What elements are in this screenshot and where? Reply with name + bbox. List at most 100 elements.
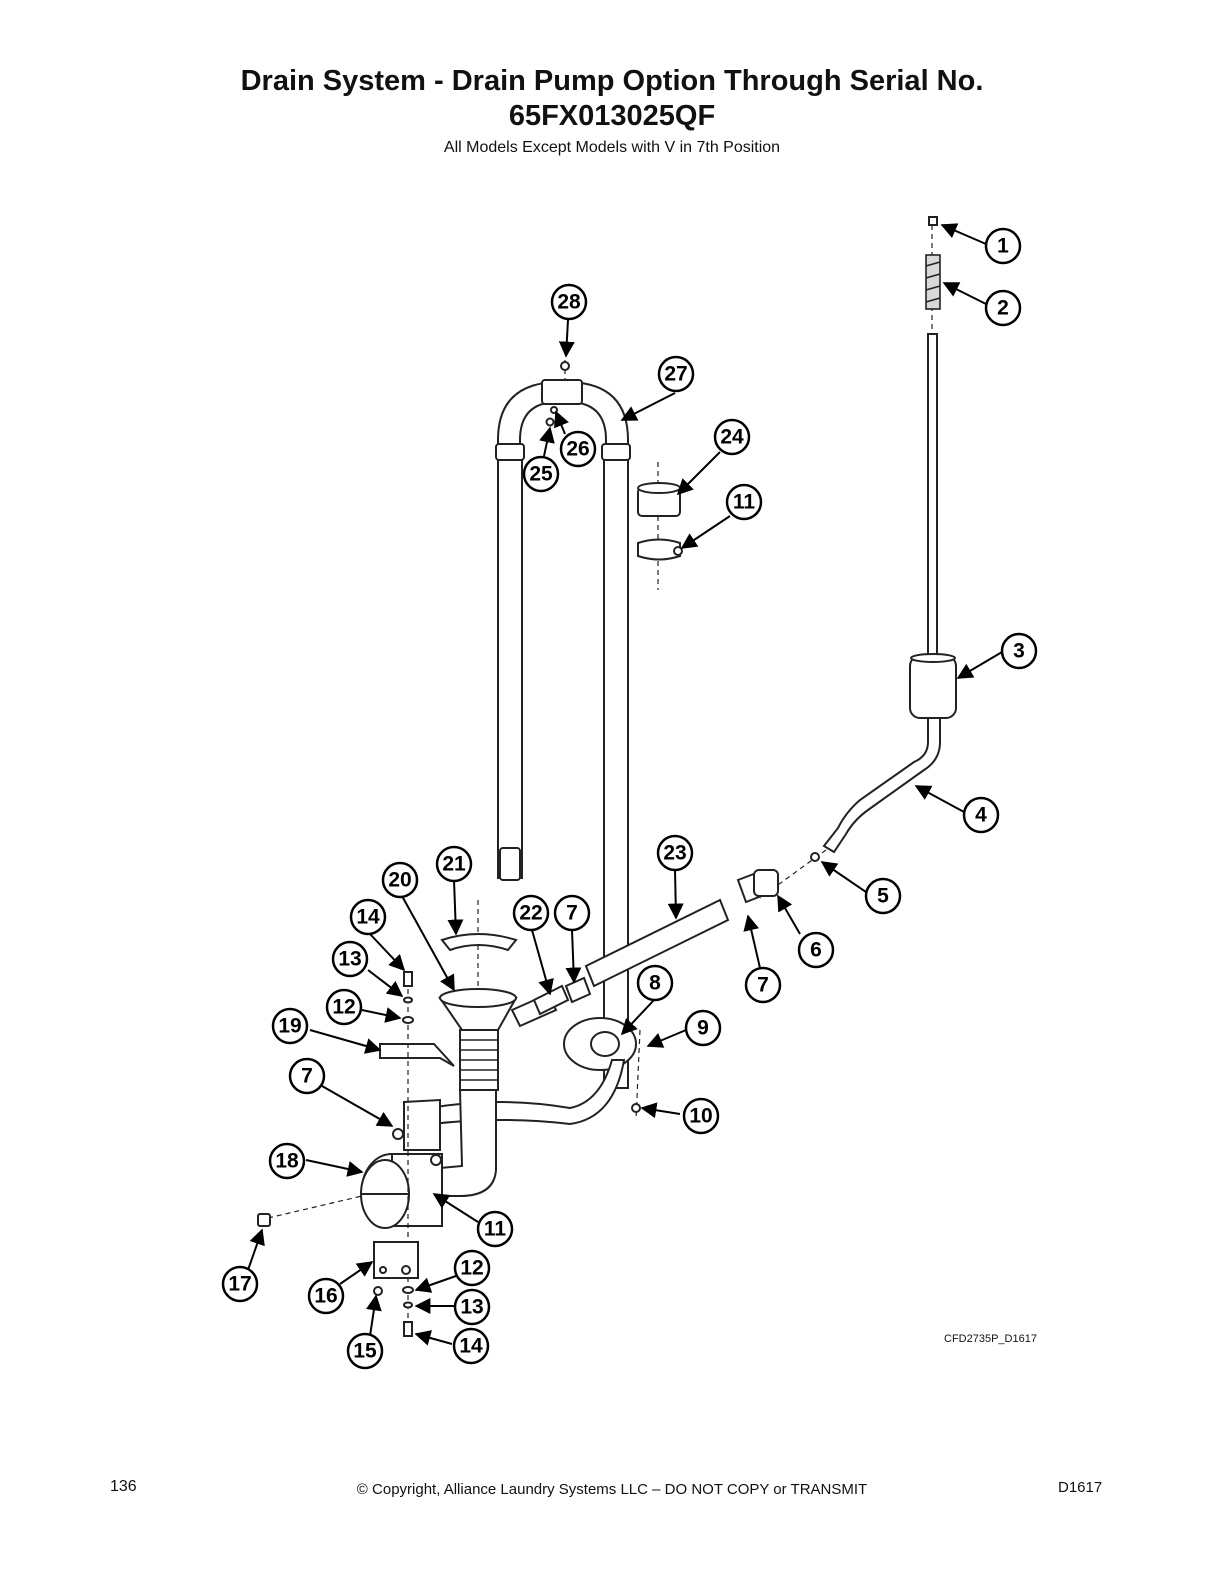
callout-15: 15 (346, 1332, 384, 1370)
document-code: D1617 (1058, 1479, 1103, 1496)
callout-label: 13 (338, 948, 361, 971)
callout-label: 24 (720, 426, 744, 449)
callout-23: 23 (656, 834, 694, 872)
callout-label: 14 (356, 906, 380, 929)
callout-14-upper: 14 (349, 898, 387, 936)
spring-part (925, 254, 941, 310)
nut-part (560, 361, 570, 371)
adapter-part (753, 869, 779, 897)
callout-label: 7 (301, 1065, 313, 1088)
callout-12-upper: 12 (325, 988, 363, 1026)
callout-label: 11 (484, 1218, 507, 1241)
callout-label: 20 (388, 869, 411, 892)
callout-28: 28 (550, 283, 588, 321)
level-sensor-assembly (759, 216, 957, 899)
bolt-part-b (403, 1321, 413, 1337)
callout-label: 8 (649, 972, 661, 995)
callout-27: 27 (657, 355, 695, 393)
callout-label: 21 (442, 853, 466, 876)
bellows-part (459, 1029, 499, 1091)
callout-10: 10 (682, 1097, 720, 1135)
callout-13-upper: 13 (331, 940, 369, 978)
clamp-ring-part (440, 933, 518, 952)
callout-label: 27 (664, 363, 687, 386)
drawing-code: CFD2735P_D1617 (944, 1333, 1037, 1345)
callout-label: 14 (459, 1335, 483, 1358)
callout-1: 1 (984, 227, 1022, 265)
callout-label: 6 (810, 939, 822, 962)
vent-tube-right-part (603, 447, 629, 1089)
callout-24: 24 (713, 418, 751, 456)
page-title-serial: 65FX013025QF (508, 100, 716, 132)
u-bend-part (497, 381, 629, 451)
page-subtitle: All Models Except Models with V in 7th P… (443, 139, 781, 156)
callout-3: 3 (1000, 632, 1038, 670)
callout-7-coupling: 7 (744, 966, 782, 1004)
callout-label: 18 (275, 1150, 299, 1173)
callout-18: 18 (268, 1142, 306, 1180)
callout-label: 26 (566, 438, 589, 461)
callout-label: 12 (332, 996, 355, 1019)
callout-label: 5 (877, 885, 889, 908)
bracket-part (379, 1043, 455, 1067)
callout-label: 25 (529, 463, 553, 486)
nut-part-b (373, 1286, 383, 1296)
drain-hose-part (584, 898, 730, 988)
plug-part (257, 1213, 271, 1227)
vent-tube-left-part (497, 447, 523, 879)
callout-label: 11 (733, 491, 756, 514)
callout-4: 4 (962, 796, 1000, 834)
callout-label: 28 (557, 291, 581, 314)
callout-7-connector: 7 (553, 894, 591, 932)
callout-13-lower: 13 (453, 1288, 491, 1326)
drain-pump-assembly (257, 868, 779, 1337)
callout-16: 16 (307, 1277, 345, 1315)
bolt-part (403, 971, 413, 987)
callout-21: 21 (435, 845, 473, 883)
callout-12-lower: 12 (453, 1249, 491, 1287)
callout-2: 2 (984, 289, 1022, 327)
callout-7-pump: 7 (288, 1057, 326, 1095)
callout-5: 5 (864, 877, 902, 915)
callout-label: 15 (353, 1340, 377, 1363)
callout-8: 8 (636, 964, 674, 1002)
leader-lines (247, 223, 1003, 1346)
copyright-notice: © Copyright, Alliance Laundry Systems LL… (356, 1481, 868, 1498)
hose-clamp-part (637, 538, 681, 561)
callout-label: 23 (663, 842, 686, 865)
cap-part (928, 216, 938, 226)
callout-label: 10 (689, 1105, 712, 1128)
callout-6: 6 (797, 931, 835, 969)
callout-11-pump: 11 (476, 1210, 514, 1248)
callout-25: 25 (522, 455, 560, 493)
tube-part (822, 717, 941, 854)
vent-tube-assembly (495, 360, 683, 1089)
screw-part-b (631, 1103, 641, 1113)
callout-label: 7 (566, 902, 578, 925)
callout-label: 13 (460, 1296, 483, 1319)
callout-label: 22 (519, 902, 542, 925)
clip-part (810, 852, 820, 862)
callout-20: 20 (381, 861, 419, 899)
page-number: 136 (110, 1478, 137, 1495)
callout-11-clamp: 11 (725, 483, 763, 521)
callout-26: 26 (559, 430, 597, 468)
page-title: Drain System - Drain Pump Option Through… (240, 65, 984, 97)
callout-22: 22 (512, 894, 550, 932)
rod-part (927, 333, 938, 657)
callout-label: 2 (997, 297, 1009, 320)
callout-19: 19 (271, 1007, 309, 1045)
callout-label: 3 (1013, 640, 1025, 663)
callout-9: 9 (684, 1009, 722, 1047)
callout-label: 16 (314, 1285, 337, 1308)
callout-label: 1 (997, 235, 1009, 258)
callout-label: 19 (278, 1015, 301, 1038)
callout-label: 12 (460, 1257, 483, 1280)
clamp-part (564, 976, 592, 1004)
callout-17: 17 (221, 1265, 259, 1303)
washer-part (545, 417, 555, 427)
callout-label: 7 (757, 974, 769, 997)
callout-label: 17 (228, 1273, 251, 1296)
callout-label: 4 (975, 804, 987, 827)
